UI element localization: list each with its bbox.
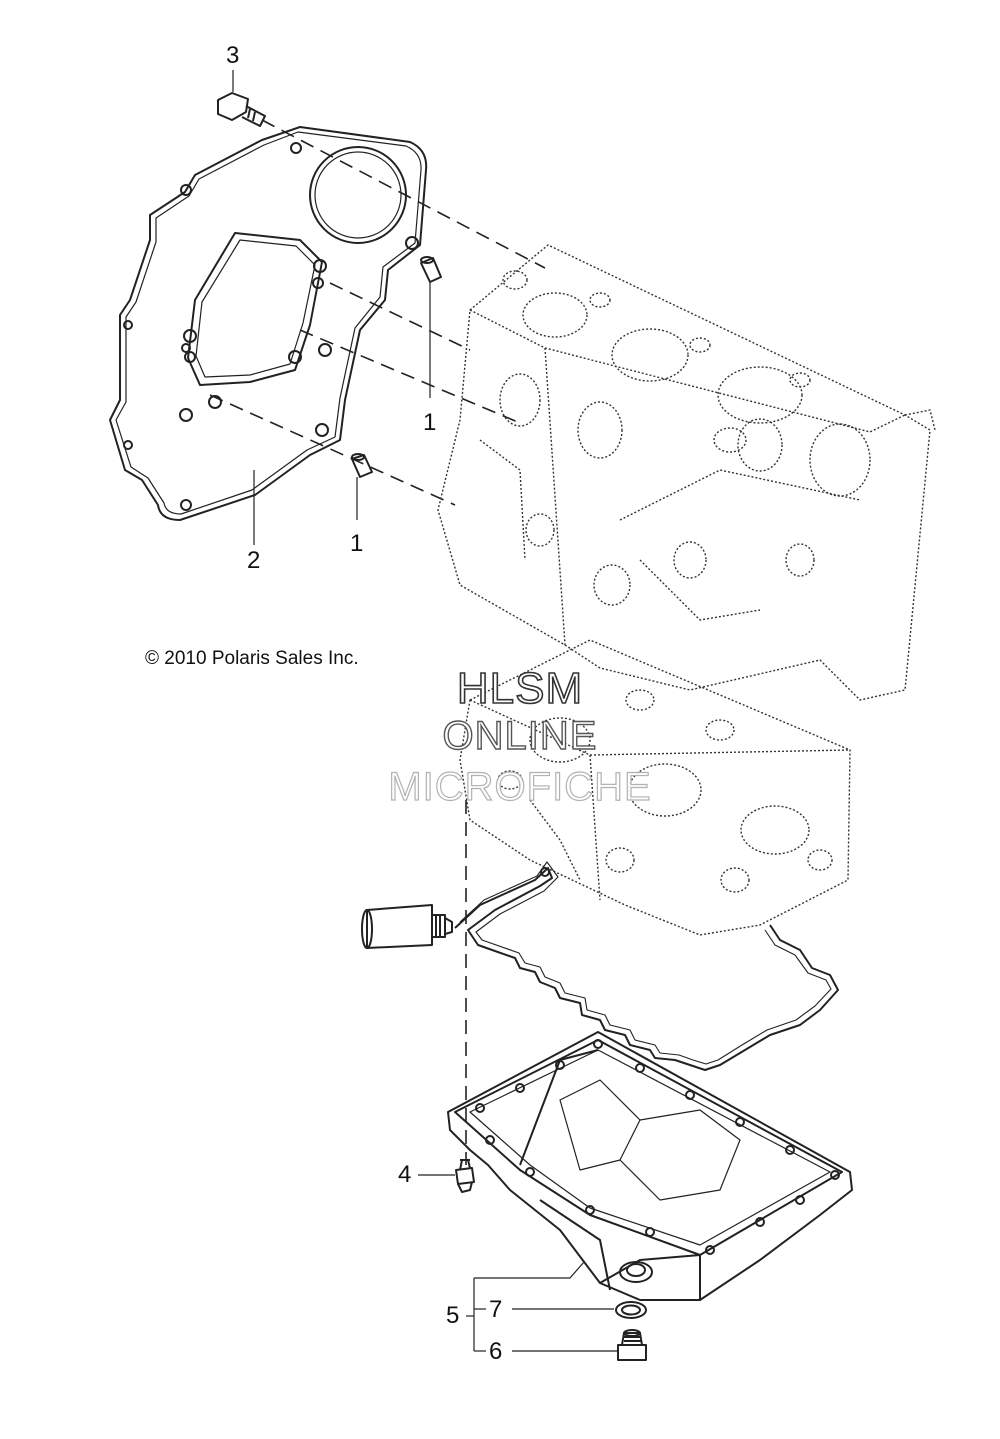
callout-washer: 7 — [489, 1296, 503, 1323]
engine-plate — [109, 126, 428, 521]
oil-filter — [361, 904, 453, 949]
oil-pan-gasket — [454, 861, 839, 1071]
callout-bolt: 3 — [226, 42, 240, 69]
engine-block — [437, 244, 936, 701]
sealing-washer — [615, 1301, 647, 1319]
callout-oil-pan-assy: 5 — [446, 1302, 460, 1329]
watermark-line-1: HLSM — [456, 663, 584, 714]
watermark-line-3: MICROFICHE — [388, 764, 652, 809]
bedplate — [459, 639, 851, 936]
callout-dowel-pin: 1 — [350, 530, 364, 557]
oil-pan — [447, 1031, 853, 1301]
dowel-pin-lower — [351, 453, 373, 478]
pan-bolt — [455, 1159, 475, 1193]
watermark-line-2: ONLINE — [442, 713, 598, 758]
bolt — [217, 92, 266, 127]
copyright-notice: © 2010 Polaris Sales Inc. — [145, 648, 359, 669]
callout-pan-bolt: 4 — [398, 1161, 412, 1188]
drain-plug — [617, 1329, 647, 1361]
dowel-pin-upper — [420, 256, 442, 283]
callout-dowel-pin: 1 — [423, 409, 437, 436]
callout-engine-plate: 2 — [247, 547, 261, 574]
callout-drain-plug: 6 — [489, 1338, 503, 1365]
